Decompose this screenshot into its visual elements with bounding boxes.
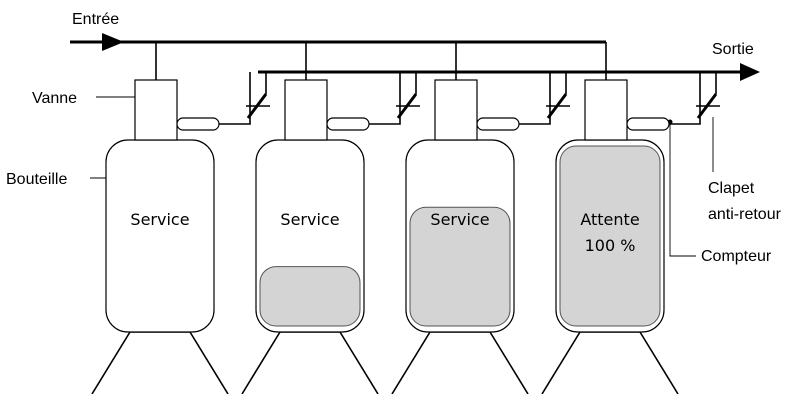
- valve-4: [584, 79, 628, 141]
- bottle-status-2-line-1: Service: [280, 210, 339, 229]
- check-valve-line-2: [369, 72, 401, 125]
- bottle-unit-3: Service: [391, 42, 570, 394]
- check-valve-line-3: [519, 72, 551, 125]
- bottle-status-4-line-1: Attente: [580, 210, 639, 229]
- bottle-fill-2: [259, 266, 361, 327]
- bottle-label: Bouteille: [6, 171, 67, 188]
- meter-pipe-1: [176, 117, 220, 131]
- check-valve-label-line2: anti-retour: [708, 206, 782, 223]
- inlet-arrow-icon: [102, 33, 124, 51]
- bottle-unit-2: Service: [241, 42, 420, 394]
- outlet-arrow-icon: [740, 63, 760, 81]
- outlet-line: [258, 63, 760, 81]
- meter-leader: [669, 122, 696, 257]
- bottle-status-4-line-2: 100 %: [585, 236, 636, 255]
- check-valve-icon-3: [546, 72, 570, 119]
- meter-pipe-3: [476, 117, 520, 131]
- check-valve-line-1: [219, 72, 251, 125]
- bottle-fill-3: [409, 206, 511, 327]
- bottle-stand-2: [241, 331, 379, 394]
- bottle-unit-4: Attente 100 %: [541, 42, 720, 394]
- check-valve-line-4: [669, 72, 701, 125]
- valve-2: [284, 79, 328, 141]
- bottle-unit-1: Service: [91, 42, 270, 394]
- meter-label: Compteur: [701, 248, 772, 265]
- check-valve-label-line1: Clapet: [708, 180, 755, 197]
- meter-pipe-2: [326, 117, 370, 131]
- valve-label: Vanne: [32, 90, 77, 107]
- inlet-label: Entrée: [72, 11, 119, 28]
- meter-pipe-4: [626, 117, 670, 131]
- bottle-status-3-line-1: Service: [430, 210, 489, 229]
- bottle-stand-4: [541, 331, 679, 394]
- bottle-fill-4: [559, 145, 661, 327]
- valve-3: [434, 79, 478, 141]
- inlet-line: [70, 33, 606, 51]
- outlet-label: Sortie: [712, 41, 754, 58]
- bottle-stand-1: [91, 331, 229, 394]
- bottle-stand-3: [391, 331, 529, 394]
- check-valve-icon-4: [696, 72, 720, 119]
- bottle-status-1-line-1: Service: [130, 210, 189, 229]
- valve-1: [134, 79, 178, 141]
- check-valve-icon-1: [246, 72, 270, 119]
- bottle-body-1: [105, 139, 215, 333]
- check-valve-icon-2: [396, 72, 420, 119]
